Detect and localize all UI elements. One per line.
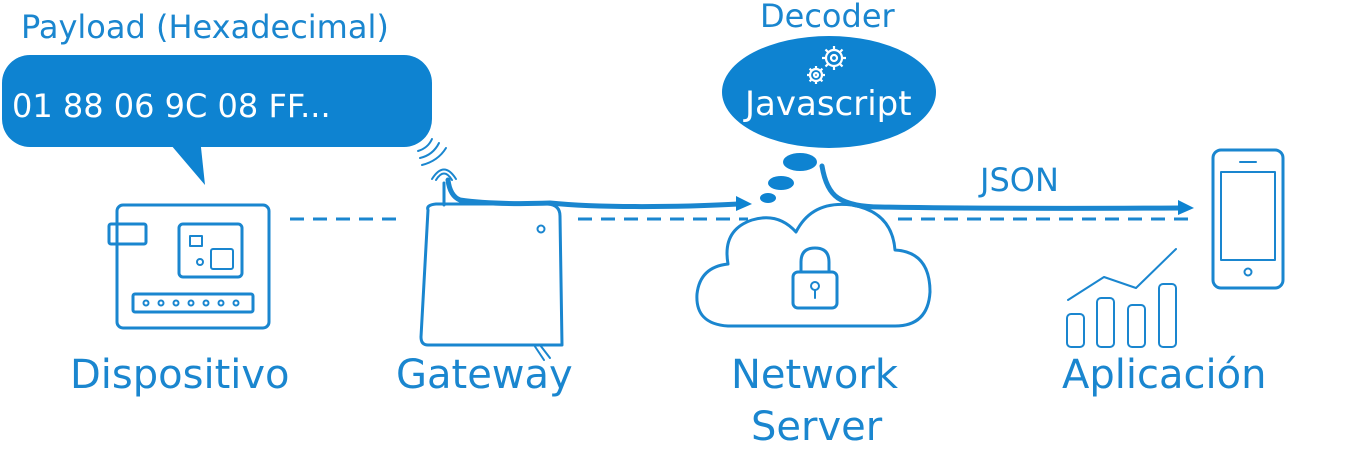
analytics-chart-icon <box>1066 248 1177 348</box>
uplink-arrow <box>445 177 752 211</box>
payload-bytes: 01 88 06 9C 08 FF... <box>12 87 331 125</box>
json-arrow <box>819 163 1194 215</box>
cloud-icon <box>695 202 932 328</box>
network-server-label-line1: Network <box>731 352 899 398</box>
board-chip-icon <box>177 222 244 279</box>
gateway-signal-icon <box>435 172 453 181</box>
board-pin-header-icon <box>131 292 255 314</box>
device-label: Dispositivo <box>70 352 290 398</box>
gateway-label: Gateway <box>396 352 573 398</box>
payload-bubble <box>2 55 432 185</box>
payload-title: Payload (Hexadecimal) <box>21 8 389 46</box>
device-board-icon <box>107 203 271 330</box>
gateway-icon <box>417 138 564 361</box>
gears-icon <box>807 46 846 84</box>
smartphone-icon <box>1211 148 1285 290</box>
lock-icon <box>791 246 839 310</box>
decoder-language: Javascript <box>745 84 912 124</box>
payload-bubble-tail <box>165 138 205 185</box>
decoder-title: Decoder <box>760 0 895 35</box>
radio-waves-icon <box>417 138 433 152</box>
application-label: Aplicación <box>1062 352 1267 398</box>
decoder-bubble <box>722 36 936 148</box>
network-server-label-line2: Server <box>751 404 883 450</box>
json-label: JSON <box>980 161 1059 199</box>
thought-bubbles <box>760 153 817 203</box>
board-connector-icon <box>107 222 148 246</box>
